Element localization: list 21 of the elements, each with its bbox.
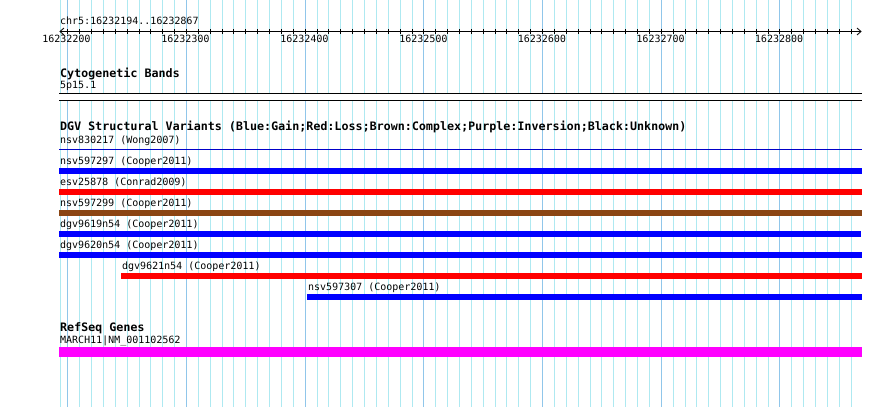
axis-tick-label: 16232300 [161,34,210,45]
axis-tick-label: 16232500 [399,34,448,45]
axis-tick-label: 16232400 [280,34,328,45]
track-title: RefSeq Genes [60,320,144,334]
variant-label: nsv597307 (Cooper2011) [308,282,440,293]
axis-tick-label: 16232200 [42,34,90,45]
variant-label: dgv9621n54 (Cooper2011) [122,261,260,272]
locus-label: chr5:16232194..16232867 [60,16,198,27]
track-title: DGV Structural Variants (Blue:Gain;Red:Loss;Brown:Complex;Purple:Inversion;Black:Unknown) [60,120,686,133]
gene-label: MARCH11|NM_001102562 [60,335,180,346]
axis-tick-label: 16232700 [636,34,685,45]
axis-tick-label: 16232800 [754,34,804,45]
axis-tick-label: 16232600 [518,34,566,45]
variant-label: nsv597297 (Cooper2011) [60,156,192,167]
variant-label: nsv597299 (Cooper2011) [60,198,192,209]
band-label: 5p15.1 [60,80,96,91]
variant-label: nsv830217 (Wong2007) [60,135,180,146]
variant-label: dgv9619n54 (Cooper2011) [60,219,198,230]
variant-label: esv25878 (Conrad2009) [60,177,186,188]
variant-label: dgv9620n54 (Cooper2011) [60,240,198,251]
track-title: Cytogenetic Bands [60,66,180,80]
